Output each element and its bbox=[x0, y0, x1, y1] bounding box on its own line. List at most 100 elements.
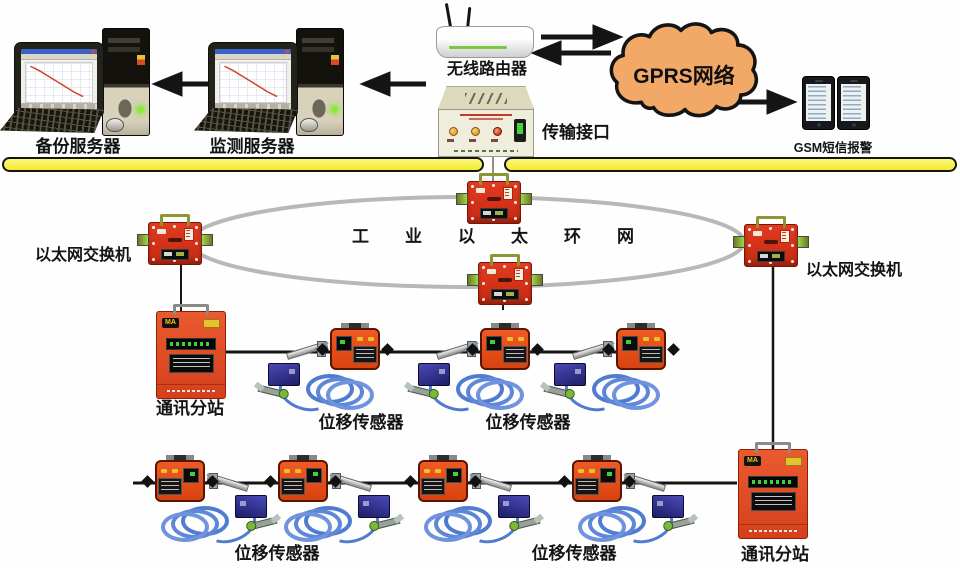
window-titlebar bbox=[21, 49, 97, 54]
led-caption-ticks bbox=[447, 139, 505, 142]
comm-substation-right: MA bbox=[738, 442, 808, 539]
sensor-readout-box bbox=[418, 455, 468, 502]
info-plate bbox=[575, 478, 599, 495]
phone-home-button bbox=[816, 123, 821, 127]
cert-tag bbox=[780, 230, 790, 243]
sensor-readout-box bbox=[480, 323, 530, 370]
status-display bbox=[161, 249, 189, 260]
mount-bracket bbox=[289, 455, 317, 460]
bus-bar-left bbox=[2, 157, 484, 172]
industrial-ethernet-ring-label: 工业以太环网 bbox=[352, 227, 670, 246]
sensor-cable-coil bbox=[456, 374, 530, 412]
button-dot bbox=[643, 337, 649, 341]
sensor-cable-coil bbox=[572, 506, 646, 544]
button-dot bbox=[295, 469, 301, 473]
displacement-sensor-unit bbox=[244, 454, 404, 550]
button-dot bbox=[368, 337, 374, 341]
status-display bbox=[480, 208, 508, 219]
window-toolbar bbox=[215, 54, 291, 60]
ethernet-switch-right-label: 以太网交换机 bbox=[805, 262, 902, 279]
info-plate bbox=[158, 478, 182, 495]
info-plate bbox=[353, 346, 377, 363]
mount-bracket bbox=[341, 323, 369, 328]
monitor-screen bbox=[215, 49, 291, 110]
displacement-sensor-unit bbox=[254, 322, 414, 418]
backup-server-label: 备份服务器 bbox=[35, 137, 121, 156]
info-plate bbox=[751, 492, 796, 511]
sensor-probe bbox=[268, 363, 300, 386]
button-dot bbox=[161, 469, 167, 473]
label-chip bbox=[753, 231, 762, 236]
button-dot bbox=[518, 337, 524, 341]
cable-gland bbox=[467, 274, 479, 286]
sensor-readout-box bbox=[155, 455, 205, 502]
gsm-alarm-label: GSM短信报警 bbox=[793, 141, 873, 155]
button-dot bbox=[578, 469, 584, 473]
sensor-readout-box bbox=[572, 455, 622, 502]
panel-slot bbox=[764, 240, 778, 244]
comm-substation-left-label: 通讯分站 bbox=[156, 399, 224, 418]
cable-gland bbox=[137, 234, 149, 246]
maker-text-line bbox=[749, 530, 797, 532]
label-chip bbox=[487, 269, 496, 274]
trend-chart bbox=[25, 62, 93, 103]
sensor-display bbox=[486, 336, 502, 351]
box-handle bbox=[160, 214, 190, 226]
trend-chart bbox=[219, 62, 287, 103]
door-seam bbox=[739, 524, 807, 525]
button-dot bbox=[589, 469, 595, 473]
cert-tag bbox=[503, 187, 513, 200]
box-handle bbox=[755, 442, 791, 453]
button-dot bbox=[424, 469, 430, 473]
button-dot bbox=[435, 469, 441, 473]
sensor-cable-coil bbox=[306, 374, 380, 412]
button-dot bbox=[507, 337, 513, 341]
cable-gland bbox=[456, 193, 468, 205]
box-handle bbox=[479, 173, 509, 185]
status-display bbox=[491, 289, 519, 300]
crt-monitor bbox=[208, 42, 298, 118]
sensor-readout-box bbox=[616, 323, 666, 370]
label-chip bbox=[785, 457, 802, 466]
status-display bbox=[166, 338, 216, 350]
sensor-display bbox=[600, 468, 616, 483]
keyboard bbox=[0, 108, 104, 133]
door-seam bbox=[157, 384, 225, 385]
cable-gland bbox=[531, 274, 543, 286]
sensor-display bbox=[183, 468, 199, 483]
indicator-led bbox=[493, 127, 502, 136]
status-display bbox=[748, 476, 798, 488]
cable-gland bbox=[733, 236, 745, 248]
sensor-row1-right-label: 位移传感器 bbox=[485, 413, 571, 432]
displacement-sensor-unit bbox=[538, 454, 698, 550]
sensor-probe bbox=[418, 363, 450, 386]
ma-badge: MA bbox=[162, 318, 179, 328]
ethernet-switch-left-label: 以太网交换机 bbox=[34, 247, 131, 264]
screws bbox=[748, 228, 751, 231]
panel-title-line bbox=[459, 114, 513, 116]
mount-bracket bbox=[627, 323, 655, 328]
gsm-phone bbox=[802, 76, 835, 130]
drive-bay bbox=[302, 38, 334, 43]
ring-junction-box-bottom bbox=[467, 254, 543, 305]
window-statusbar bbox=[215, 103, 291, 110]
gprs-network-label: GPRS网络 bbox=[633, 65, 735, 88]
interface-top-vents bbox=[438, 86, 534, 109]
info-plate bbox=[503, 346, 527, 363]
ethernet-switch-left-box bbox=[137, 214, 213, 265]
window-titlebar bbox=[215, 49, 291, 54]
mount-bracket bbox=[429, 455, 457, 460]
sensor-readout-box bbox=[330, 323, 380, 370]
indicator-led bbox=[471, 127, 480, 136]
comm-substation-left: MA bbox=[156, 304, 226, 399]
transmission-interface-label: 传输接口 bbox=[542, 123, 610, 142]
label-chip bbox=[203, 319, 220, 328]
gsm-phone bbox=[837, 76, 870, 130]
displacement-sensor-unit bbox=[404, 322, 564, 418]
wireless-router bbox=[436, 2, 534, 58]
screws bbox=[471, 185, 474, 188]
cert-tag bbox=[184, 228, 194, 241]
monitoring-server-label: 监测服务器 bbox=[209, 137, 295, 156]
ethernet-switch-right-box bbox=[733, 216, 809, 267]
